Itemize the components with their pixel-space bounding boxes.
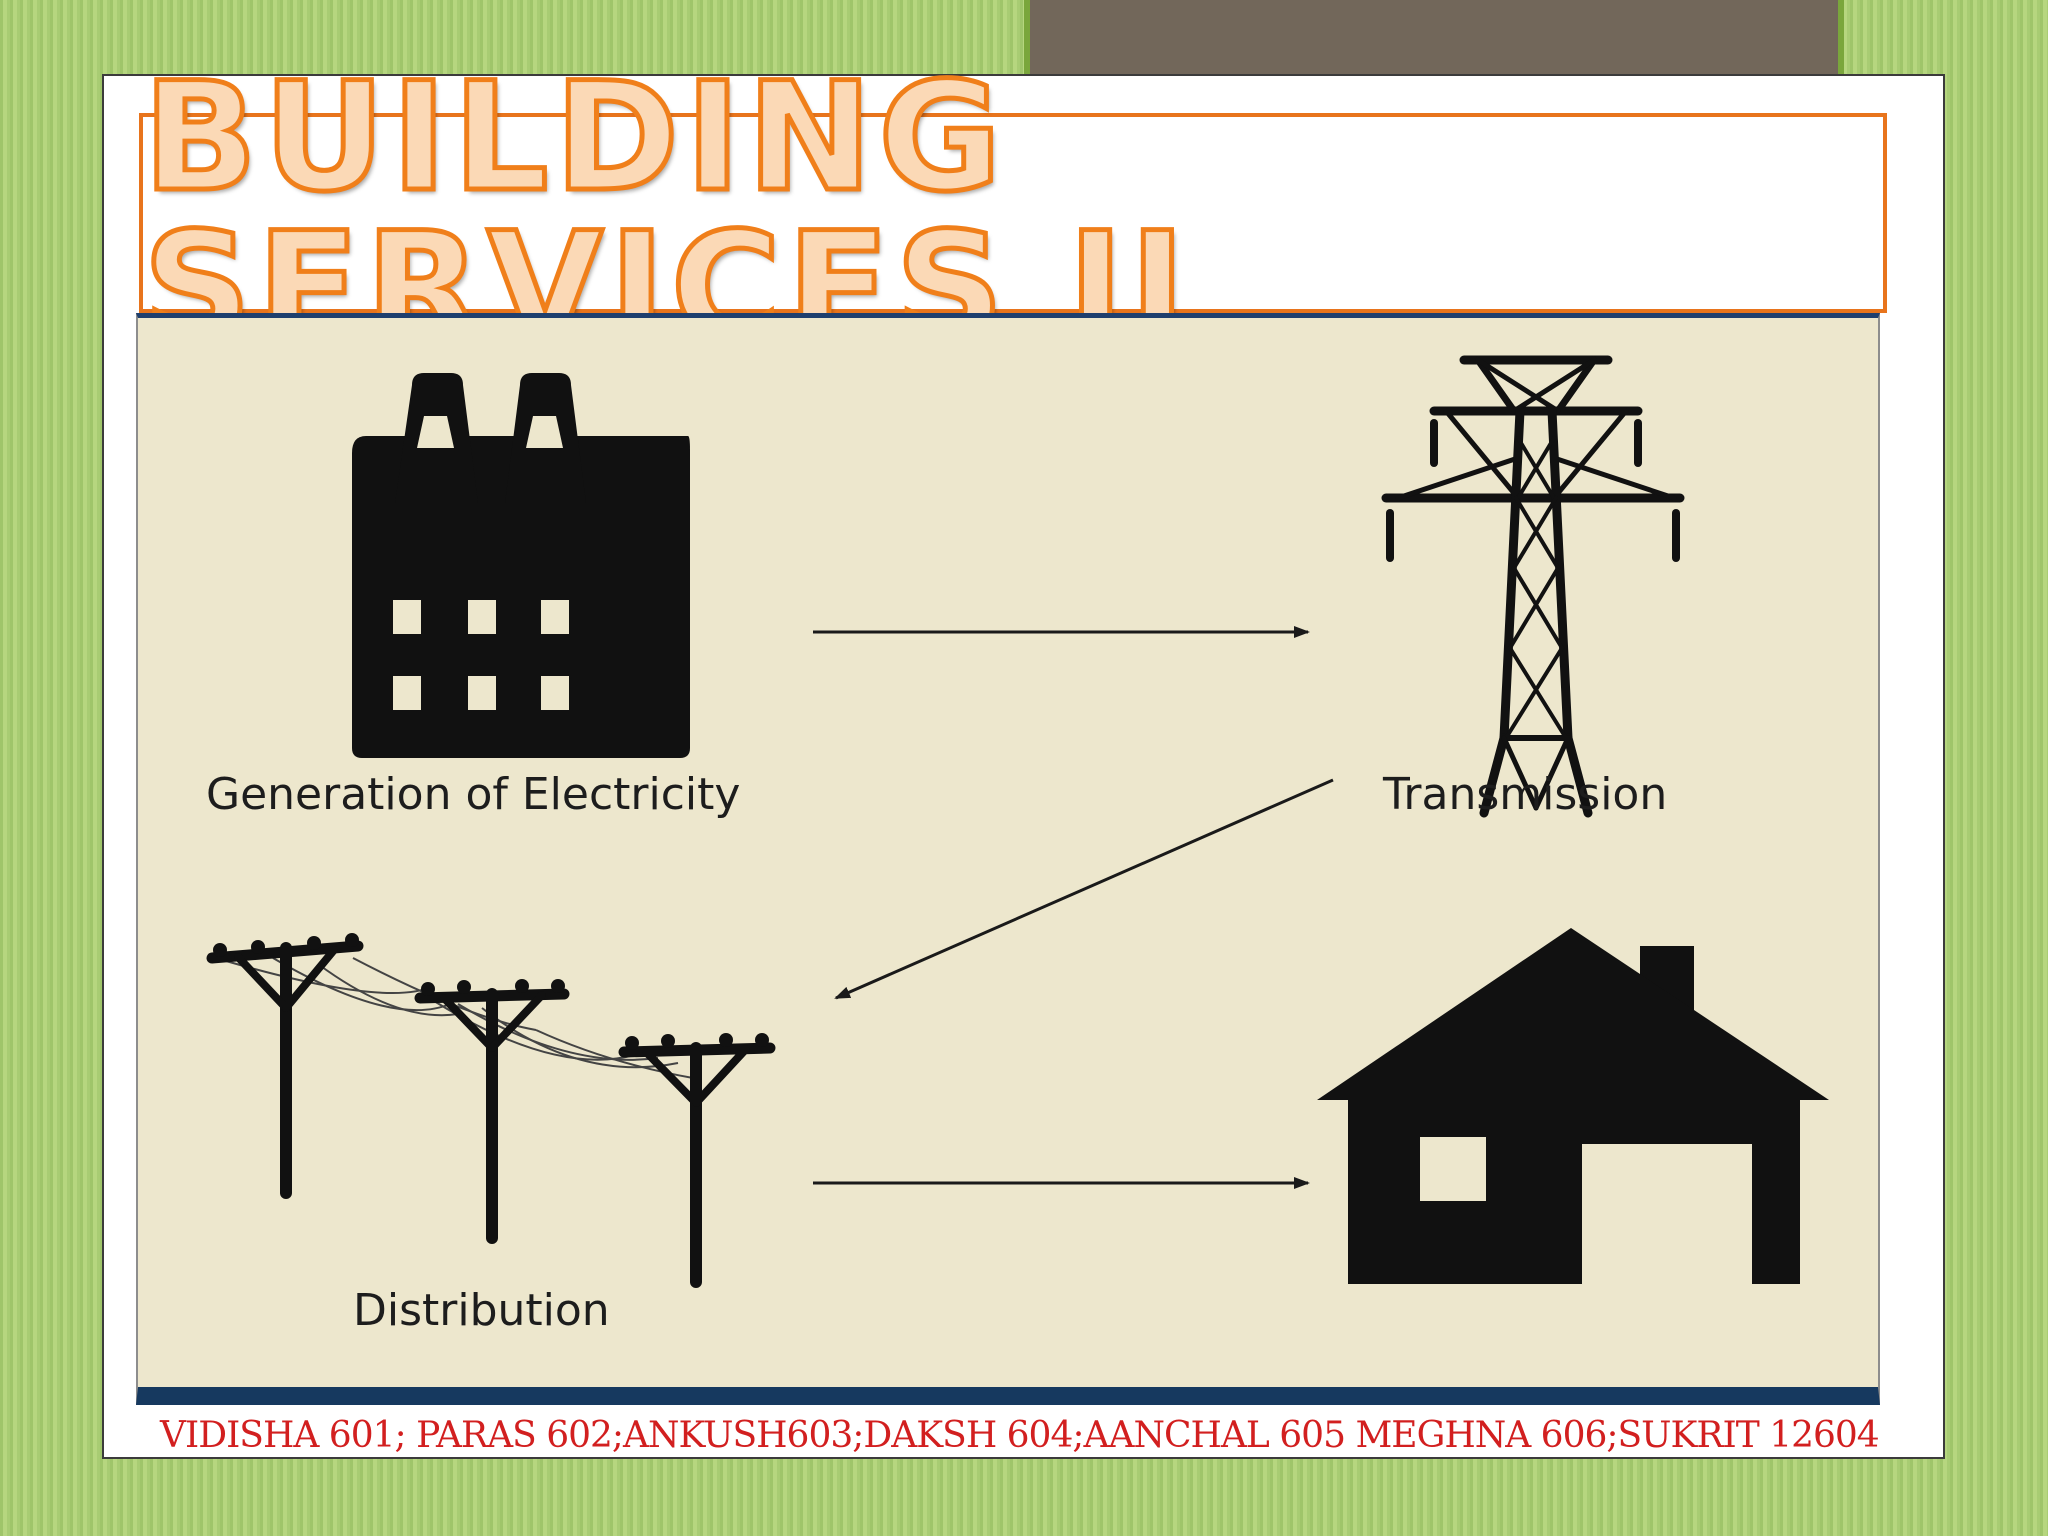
utility-poles-icon: [206, 933, 776, 1288]
label-generation: Generation of Electricity: [206, 769, 741, 820]
transmission-tower-icon: [1381, 355, 1685, 818]
footer-authors: VIDISHA 601; PARAS 602;ANKUSH603;DAKSH 6…: [160, 1415, 1880, 1456]
arrow-transmission-to-distribution: [834, 778, 1334, 1000]
title-box: BUILDING SERVICES II: [139, 61, 1887, 366]
title-container: BUILDING SERVICES II: [141, 61, 1883, 366]
label-transmission: Transmission: [1383, 769, 1668, 820]
electricity-diagram: Generation of Electricity Transmission D…: [136, 313, 1880, 1405]
slide-number: 1: [1064, 72, 1082, 108]
slide-date: 9/20/2015: [1650, 72, 1793, 108]
diagram-canvas: [206, 355, 1829, 1288]
house-icon: [1317, 928, 1829, 1284]
factory-icon: [352, 373, 690, 758]
label-distribution: Distribution: [353, 1285, 610, 1336]
